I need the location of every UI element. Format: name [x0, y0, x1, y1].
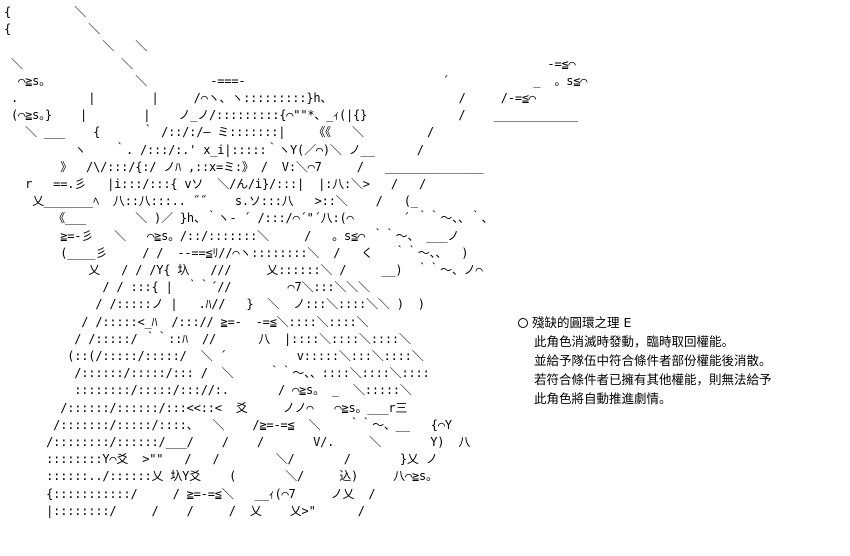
ability-title-row: 殘缺的圓環之理 E — [518, 313, 848, 332]
ability-line-4: 此角色將自動推進劇情。 — [534, 391, 672, 406]
ascii-art: { ＼ { ＼ ＼ ＼ ＼ ＼ -=≦⌒ ⌒≧s。 ＼ -===- ´ — [4, 5, 588, 518]
ability-line-1: 此角色消滅時發動，臨時取回權能。 — [534, 334, 735, 349]
ability-line-2: 並給予隊伍中符合條件者部份權能後消散。 — [534, 353, 772, 368]
ability-line-3: 若符合條件者已擁有其他權能，則無法給予 — [534, 372, 772, 387]
ability-title: 殘缺的圓環之理 E — [532, 315, 632, 330]
circle-marker-icon — [518, 317, 528, 328]
ability-note: 殘缺的圓環之理 E 此角色消滅時發動，臨時取回權能。 並給予隊伍中符合條件者部份… — [518, 313, 848, 408]
